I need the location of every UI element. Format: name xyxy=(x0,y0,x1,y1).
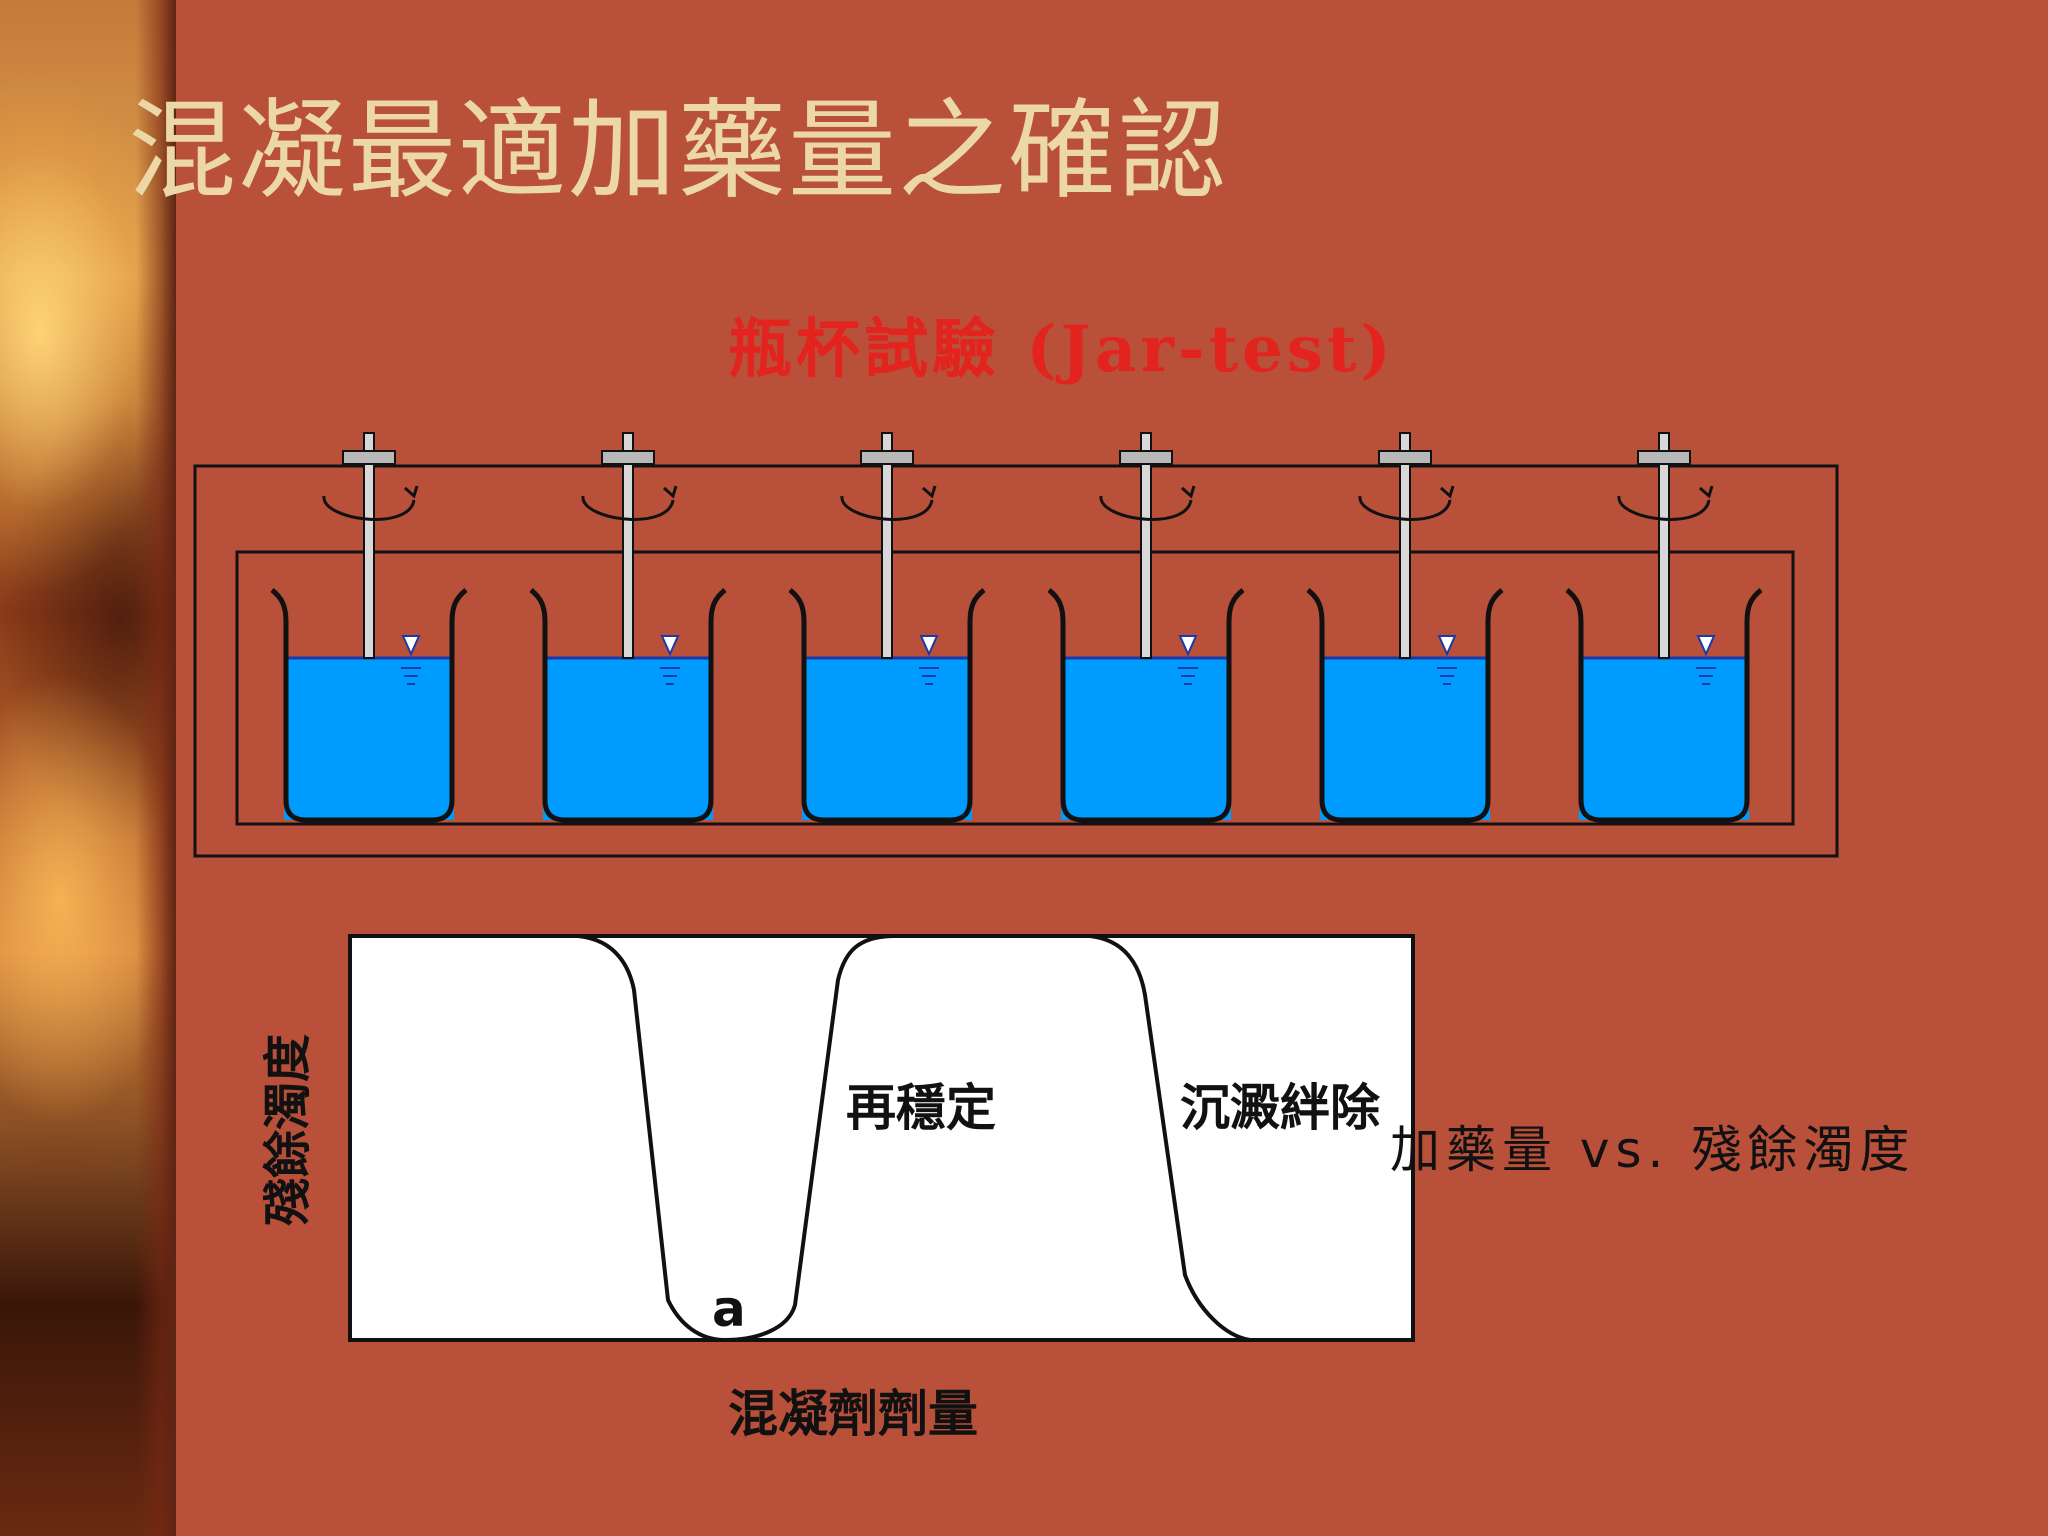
rotation-arrow-icon xyxy=(1099,485,1196,521)
stirrer-shaft xyxy=(1399,432,1411,659)
stirrer-shaft xyxy=(1658,432,1670,659)
beaker-wall xyxy=(529,588,727,823)
beaker-wall xyxy=(788,588,986,823)
water-level-icon xyxy=(1178,635,1198,657)
stirrer-cap xyxy=(601,450,655,465)
stirrer-cap xyxy=(1378,450,1432,465)
stirrer-shaft xyxy=(363,432,375,659)
rotation-arrow-icon xyxy=(1617,485,1714,521)
jar-test-apparatus xyxy=(193,432,1839,858)
rotation-arrow-icon xyxy=(322,485,419,521)
stirrer-cap xyxy=(1119,450,1173,465)
beaker-water xyxy=(1061,658,1231,820)
beaker xyxy=(1306,432,1504,823)
chart-caption: 加藥量 vs. 殘餘濁度 xyxy=(1390,1121,1916,1179)
beaker xyxy=(529,432,727,823)
restabilization-label: 再穩定 xyxy=(846,1079,996,1137)
beaker-water xyxy=(1320,658,1490,820)
beaker xyxy=(1047,432,1245,823)
slide-title: 混凝最適加藥量之確認 xyxy=(128,89,1229,214)
chart-plot-area xyxy=(348,934,1415,1342)
stirrer-cap xyxy=(342,450,396,465)
beaker-wall xyxy=(1047,588,1245,823)
beaker-water xyxy=(1579,658,1749,820)
rotation-arrow-icon xyxy=(1358,485,1455,521)
beaker-group xyxy=(270,432,1763,823)
beaker-wall xyxy=(1565,588,1763,823)
y-axis-label: 殘餘濁度 xyxy=(260,1034,316,1227)
inner-frame xyxy=(235,550,1795,826)
beaker-water xyxy=(284,658,454,820)
stirrer-shaft xyxy=(622,432,634,659)
beaker xyxy=(788,432,986,823)
beaker-water xyxy=(543,658,713,820)
stirrer-shaft xyxy=(881,432,893,659)
background-photo xyxy=(0,0,176,1536)
rotation-arrow-icon xyxy=(840,485,937,521)
sweep-floc-label: 沉澱絆除 xyxy=(1180,1079,1380,1137)
beaker xyxy=(270,432,468,823)
water-level-icon xyxy=(660,635,680,657)
turbidity-curve xyxy=(577,934,1251,1343)
water-level-icon xyxy=(919,635,939,657)
beaker xyxy=(1565,432,1763,823)
water-level-icon xyxy=(401,635,421,657)
beaker-wall xyxy=(270,588,468,823)
rotation-arrow-icon xyxy=(581,485,678,521)
water-level-icon xyxy=(1437,635,1457,657)
jar-test-subtitle: 瓶杯試驗 (Jar-test) xyxy=(728,312,1395,387)
stirrer-cap xyxy=(1637,450,1691,465)
x-axis-label: 混凝劑劑量 xyxy=(728,1385,978,1443)
beaker-water xyxy=(802,658,972,820)
stirrer-shaft xyxy=(1140,432,1152,659)
water-level-icon xyxy=(1696,635,1716,657)
beaker-wall xyxy=(1306,588,1504,823)
stirrer-cap xyxy=(860,450,914,465)
optimal-point-label: a xyxy=(712,1280,746,1338)
outer-frame xyxy=(193,464,1839,858)
